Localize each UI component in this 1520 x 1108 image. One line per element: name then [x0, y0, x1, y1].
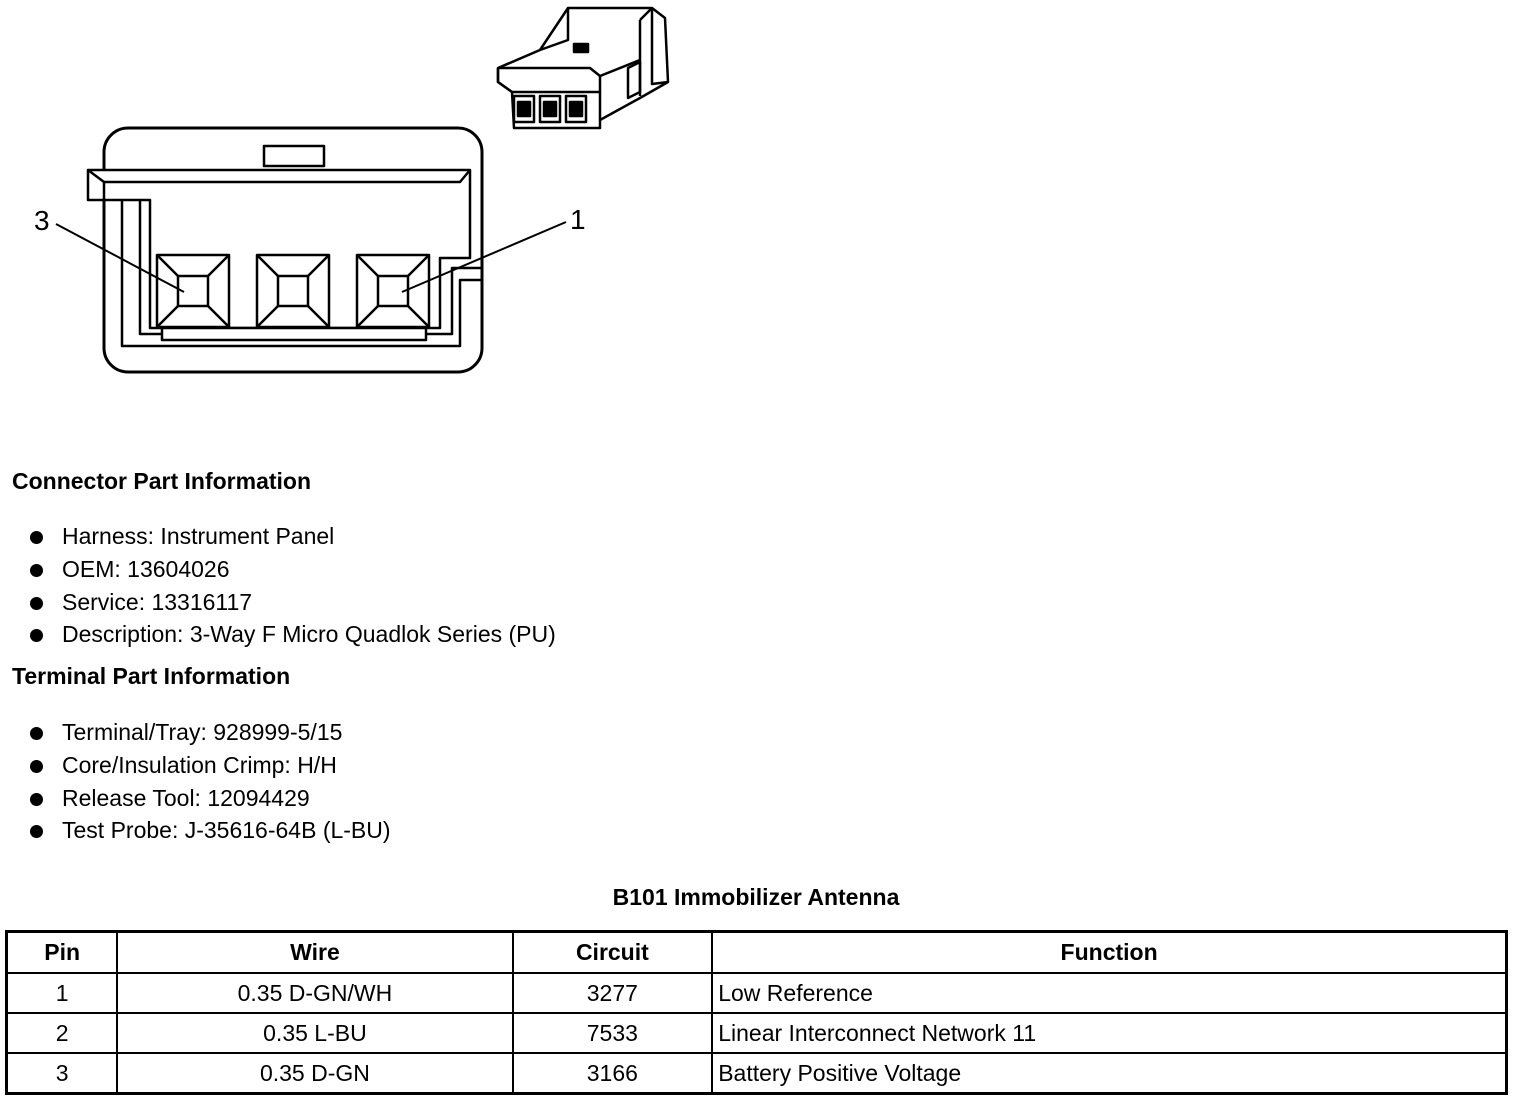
terminal-part-info-title: Terminal Part Information: [12, 663, 291, 689]
header-pin: Pin: [5, 930, 119, 974]
list-item: Terminal/Tray: 928999-5/15: [28, 716, 391, 749]
cell-circuit: 7533: [511, 1012, 714, 1054]
bullet-icon: [30, 792, 43, 806]
bullet-icon: [30, 727, 43, 740]
cell-pin: 2: [5, 1012, 119, 1054]
pin-1-label: 1: [570, 204, 586, 235]
cavity-pin-2: [255, 253, 331, 329]
cell-wire: 0.35 L-BU: [116, 1012, 514, 1054]
pin-table: Pin Wire Circuit Function 1 0.35 D-GN/WH…: [5, 930, 1508, 1095]
cell-circuit: 3277: [511, 972, 714, 1014]
leader-line-pin-1: [401, 221, 567, 293]
connector-part-info-list: Harness: Instrument Panel OEM: 13604026 …: [28, 520, 556, 651]
connector-diagram: 3 1: [34, 6, 670, 374]
list-item: Harness: Instrument Panel: [28, 520, 556, 553]
list-item: OEM: 13604026: [28, 553, 556, 586]
cell-pin: 3: [5, 1052, 119, 1095]
list-item: Release Tool: 12094429: [28, 782, 391, 815]
header-circuit: Circuit: [511, 930, 714, 974]
connector-face-view: [55, 126, 567, 374]
table-row: 2 0.35 L-BU 7533 Linear Interconnect Net…: [5, 1012, 1508, 1054]
cell-function: Battery Positive Voltage: [711, 1052, 1508, 1095]
cell-function: Low Reference: [711, 972, 1508, 1014]
connector-isometric-view: [496, 6, 670, 130]
bullet-icon: [30, 596, 43, 610]
cell-pin: 1: [5, 972, 119, 1014]
table-row: 1 0.35 D-GN/WH 3277 Low Reference: [5, 972, 1508, 1014]
bullet-icon: [30, 531, 43, 544]
table-row: 3 0.35 D-GN 3166 Battery Positive Voltag…: [5, 1052, 1508, 1095]
connector-part-info-title: Connector Part Information: [12, 468, 312, 494]
bullet-icon: [30, 825, 43, 839]
header-wire: Wire: [116, 930, 514, 974]
pin-table-title: B101 Immobilizer Antenna: [612, 884, 900, 910]
cell-circuit: 3166: [511, 1052, 714, 1095]
leader-line-pin-3: [55, 223, 185, 293]
header-function: Function: [711, 930, 1508, 974]
list-item: Description: 3-Way F Micro Quadlok Serie…: [28, 618, 556, 651]
cell-wire: 0.35 D-GN/WH: [116, 972, 514, 1014]
bullet-icon: [30, 629, 43, 643]
terminal-part-info-list: Terminal/Tray: 928999-5/15 Core/Insulati…: [28, 716, 391, 847]
pin-3-label: 3: [34, 205, 50, 236]
bullet-icon: [30, 759, 43, 773]
cell-wire: 0.35 D-GN: [116, 1052, 514, 1095]
table-header-row: Pin Wire Circuit Function: [5, 930, 1508, 974]
cavity-pin-3: [155, 253, 231, 329]
list-item: Test Probe: J-35616-64B (L-BU): [28, 814, 391, 847]
list-item: Service: 13316117: [28, 586, 556, 619]
list-item: Core/Insulation Crimp: H/H: [28, 749, 391, 782]
bullet-icon: [30, 563, 43, 577]
cavity-pin-1: [355, 253, 431, 329]
cell-function: Linear Interconnect Network 11: [711, 1012, 1508, 1054]
